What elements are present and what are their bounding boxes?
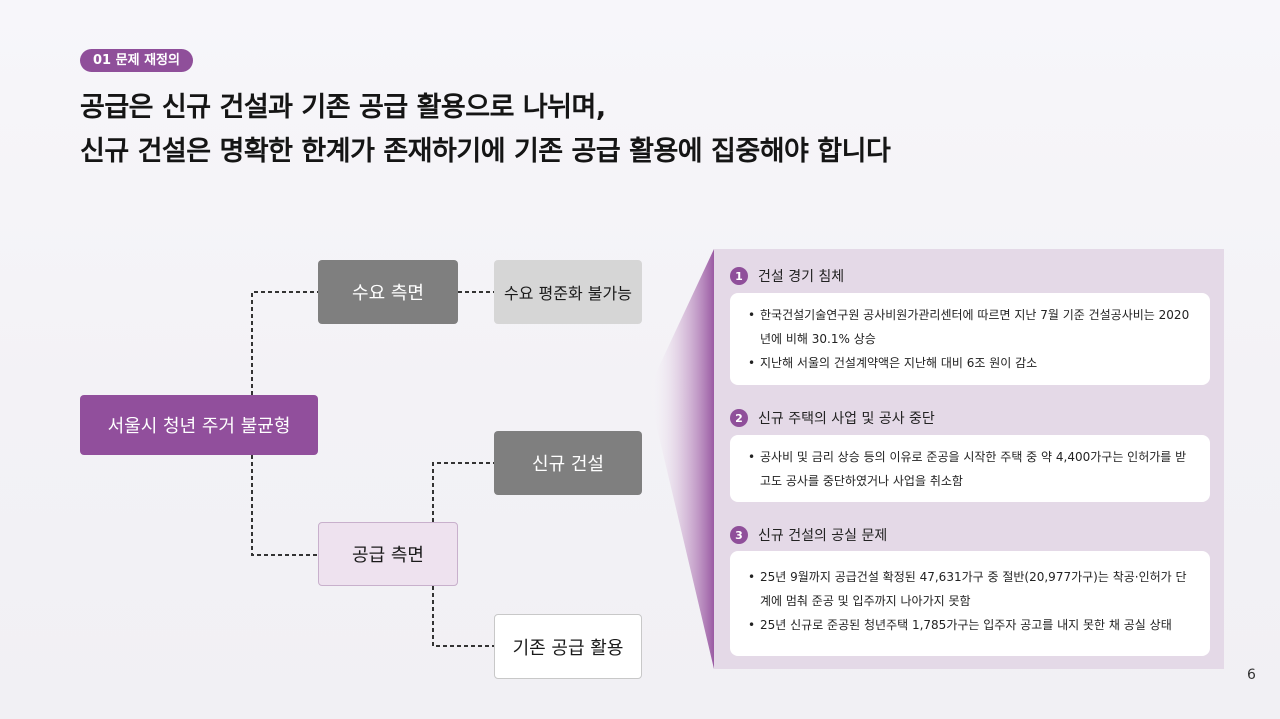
section-1-card: 한국건설기술연구원 공사비원가관리센터에 따르면 지난 7월 기준 건설공사비는…: [730, 293, 1210, 385]
section-tag: 01 문제 재정의: [80, 49, 193, 72]
connector-root-supply: [251, 455, 318, 556]
section-3-bullet-2: 25년 신규로 준공된 청년주택 1,785가구는 입주자 공고를 내지 못한 …: [748, 613, 1192, 637]
title-line-2: 신규 건설은 명확한 한계가 존재하기에 기존 공급 활용에 집중해야 합니다: [80, 136, 891, 167]
section-2-bullet-1: 공사비 및 금리 상승 등의 이유로 준공을 시작한 주택 중 약 4,400가…: [748, 445, 1192, 493]
title-line-1: 공급은 신규 건설과 기존 공급 활용으로 나뉘며,: [80, 92, 606, 123]
section-3-bullet-1: 25년 9월까지 공급건설 확정된 47,631가구 중 절반(20,977가구…: [748, 565, 1192, 613]
section-2-card: 공사비 및 금리 상승 등의 이유로 준공을 시작한 주택 중 약 4,400가…: [730, 435, 1210, 502]
section-1-header: 1 건설 경기 침체: [730, 266, 844, 286]
connector-root-demand: [251, 291, 318, 395]
section-1-bullet-2: 지난해 서울의 건설계약액은 지난해 대비 6조 원이 감소: [748, 351, 1192, 375]
connector-supply-existing: [432, 586, 494, 647]
new-construction-node: 신규 건설: [494, 431, 642, 495]
page-title: 공급은 신규 건설과 기존 공급 활용으로 나뉘며, 신규 건설은 명확한 한계…: [80, 86, 891, 174]
section-3-number: 3: [730, 526, 748, 544]
section-2-number: 2: [730, 409, 748, 427]
demand-node: 수요 측면: [318, 260, 458, 324]
section-1-title: 건설 경기 침체: [758, 269, 845, 285]
section-2-title: 신규 주택의 사업 및 공사 중단: [758, 411, 935, 427]
root-node: 서울시 청년 주거 불균형: [80, 395, 318, 455]
section-3-title: 신규 건설의 공실 문제: [758, 528, 888, 544]
page-number: 6: [1247, 667, 1256, 683]
section-1-number: 1: [730, 267, 748, 285]
section-3-card: 25년 9월까지 공급건설 확정된 47,631가구 중 절반(20,977가구…: [730, 551, 1210, 656]
highlight-wedge: [648, 249, 714, 669]
detail-panel: 1 건설 경기 침체 한국건설기술연구원 공사비원가관리센터에 따르면 지난 7…: [714, 249, 1224, 669]
section-1-bullet-1: 한국건설기술연구원 공사비원가관리센터에 따르면 지난 7월 기준 건설공사비는…: [748, 303, 1192, 351]
section-2-header: 2 신규 주택의 사업 및 공사 중단: [730, 408, 935, 428]
connector-supply-new: [432, 462, 494, 522]
supply-node: 공급 측면: [318, 522, 458, 586]
section-3-header: 3 신규 건설의 공실 문제: [730, 525, 887, 545]
existing-supply-node: 기존 공급 활용: [494, 614, 642, 679]
demand-result-node: 수요 평준화 불가능: [494, 260, 642, 324]
